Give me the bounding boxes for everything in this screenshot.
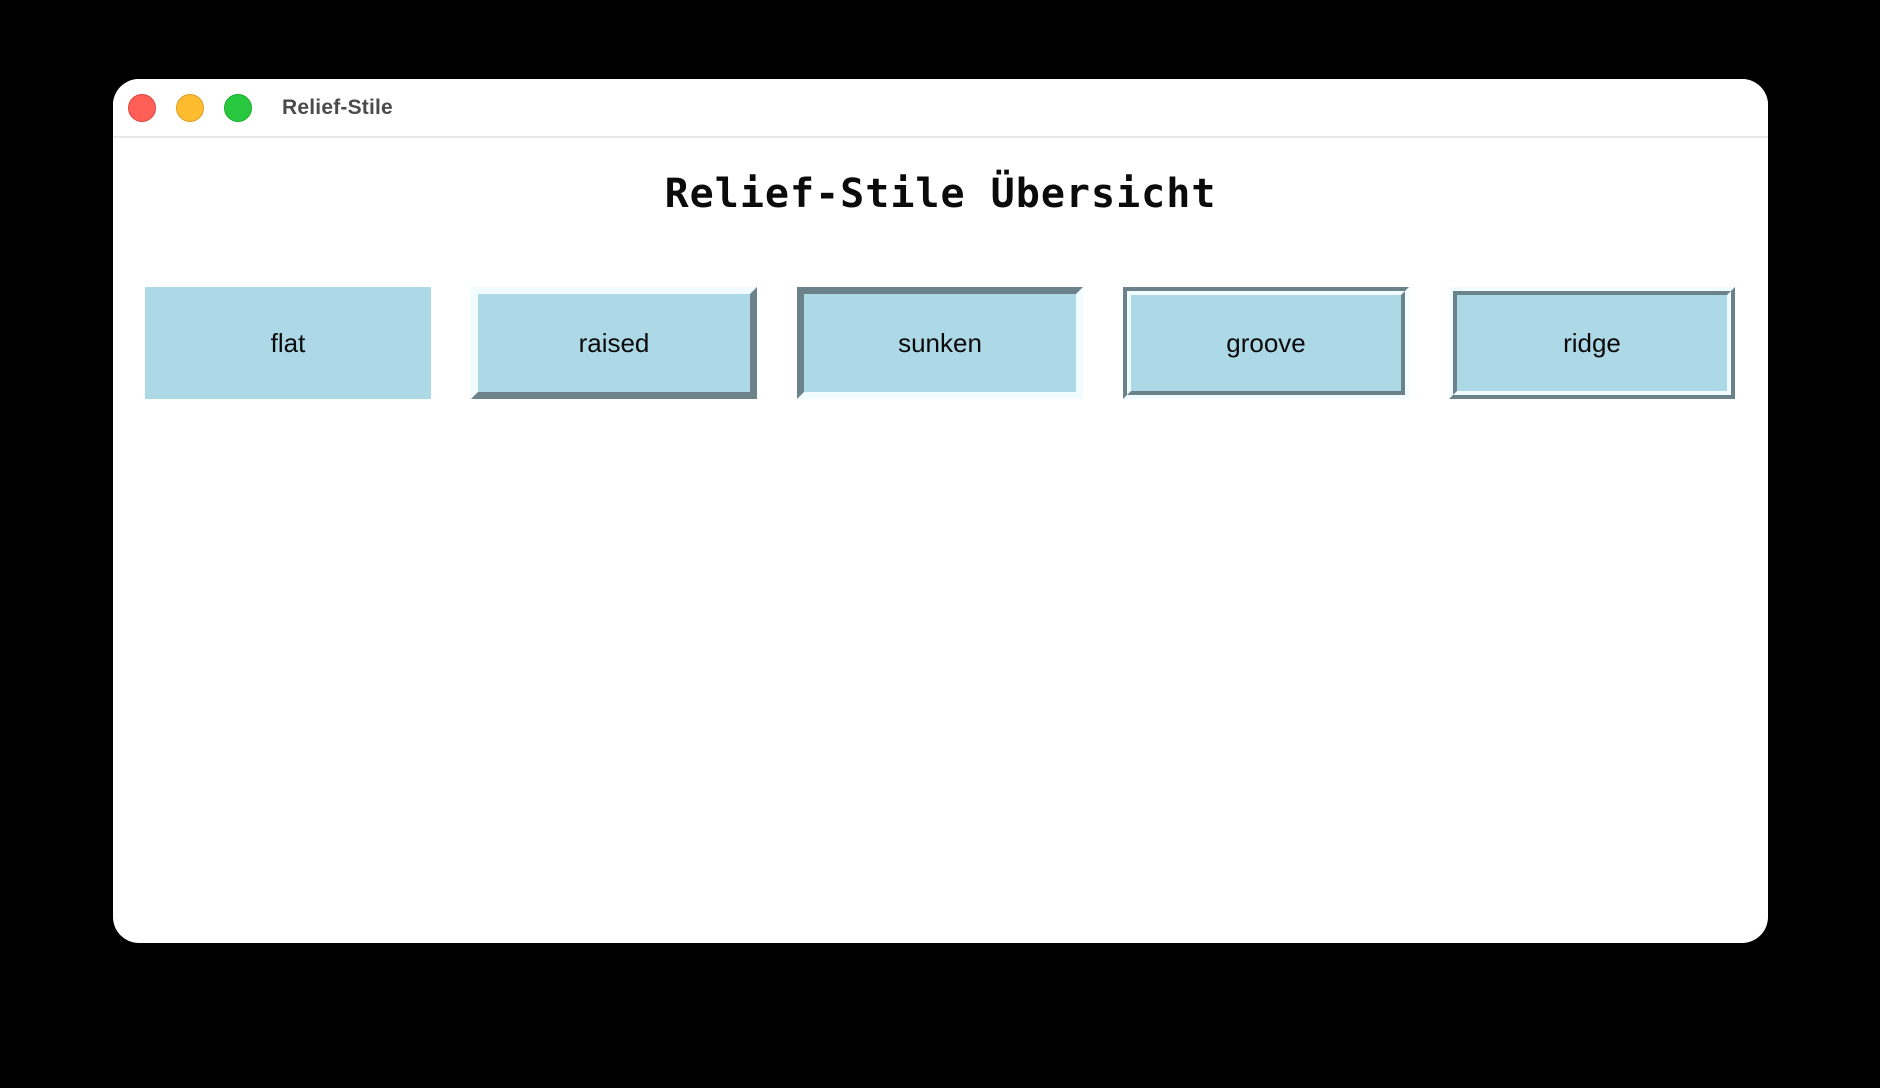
zoom-button[interactable] <box>224 93 252 122</box>
relief-box-raised: raised <box>471 287 757 399</box>
relief-boxes-row: flat raised sunken groove ridge <box>113 287 1768 399</box>
page-title: Relief-Stile Übersicht <box>664 171 1217 217</box>
titlebar: Relief-Stile <box>113 79 1768 138</box>
relief-box-groove: groove <box>1123 287 1409 399</box>
traffic-lights <box>128 93 252 122</box>
minimize-button[interactable] <box>176 93 204 122</box>
relief-box-label: groove <box>1226 327 1306 358</box>
app-window: Relief-Stile Relief-Stile Übersicht flat… <box>113 79 1768 943</box>
relief-box-inner: raised <box>478 294 750 392</box>
window-title: Relief-Stile <box>282 95 393 119</box>
content-area: Relief-Stile Übersicht flat raised sunke… <box>113 170 1768 399</box>
relief-box-flat: flat <box>145 287 431 399</box>
relief-box-label: ridge <box>1563 327 1621 358</box>
relief-box-label: flat <box>270 327 306 358</box>
relief-box-label: sunken <box>898 327 982 358</box>
relief-box-sunken: sunken <box>797 287 1083 399</box>
relief-box-inner: ridge <box>1453 291 1731 395</box>
relief-box-ridge: ridge <box>1449 287 1735 399</box>
relief-box-inner: flat <box>145 287 431 399</box>
relief-box-inner: sunken <box>804 294 1076 392</box>
close-button[interactable] <box>128 93 156 122</box>
relief-box-inner: groove <box>1127 291 1405 395</box>
relief-box-label: raised <box>578 327 650 358</box>
